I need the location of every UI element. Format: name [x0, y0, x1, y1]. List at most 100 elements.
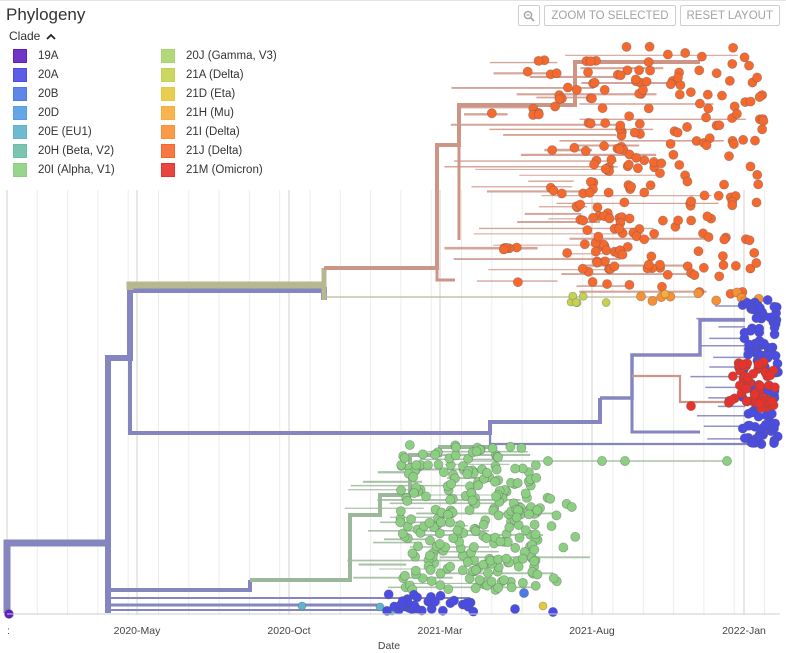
tip[interactable]: [647, 295, 658, 306]
tip[interactable]: [578, 215, 589, 226]
tip[interactable]: [580, 146, 591, 156]
tip[interactable]: [487, 443, 498, 454]
tip[interactable]: [754, 92, 765, 102]
tip[interactable]: [597, 456, 607, 466]
tip[interactable]: [750, 135, 760, 146]
tip[interactable]: [769, 301, 780, 312]
tip[interactable]: [629, 127, 640, 138]
tip[interactable]: [617, 249, 628, 260]
tip[interactable]: [425, 565, 436, 575]
tip[interactable]: [619, 197, 630, 208]
tip[interactable]: [446, 479, 457, 490]
tip[interactable]: [516, 442, 527, 453]
tip[interactable]: [674, 159, 685, 170]
tip[interactable]: [517, 553, 528, 564]
tip[interactable]: [478, 519, 489, 530]
tip[interactable]: [457, 565, 468, 576]
tip[interactable]: [754, 398, 765, 409]
tip[interactable]: [597, 103, 608, 114]
tip[interactable]: [643, 57, 654, 67]
tip[interactable]: [657, 215, 668, 226]
tip[interactable]: [686, 401, 696, 411]
tip[interactable]: [714, 120, 725, 131]
tip[interactable]: [473, 480, 484, 491]
tip[interactable]: [546, 521, 557, 532]
reset-layout-button[interactable]: RESET LAYOUT: [679, 5, 780, 26]
branch[interactable]: [108, 580, 252, 592]
tip[interactable]: [493, 452, 503, 463]
tip[interactable]: [545, 493, 556, 504]
tip[interactable]: [566, 502, 577, 512]
tip[interactable]: [551, 68, 562, 79]
tip[interactable]: [601, 298, 611, 307]
branch[interactable]: [105, 287, 327, 613]
tip[interactable]: [747, 437, 758, 448]
tip[interactable]: [726, 395, 737, 406]
tip[interactable]: [513, 561, 524, 572]
branch[interactable]: [488, 433, 750, 446]
tip[interactable]: [713, 190, 724, 201]
tip[interactable]: [673, 72, 683, 83]
tip[interactable]: [512, 478, 523, 488]
tip[interactable]: [426, 576, 437, 587]
tip[interactable]: [532, 569, 543, 580]
tip[interactable]: [463, 453, 474, 464]
legend-item[interactable]: 20D: [13, 105, 59, 121]
tip[interactable]: [551, 510, 562, 521]
tip[interactable]: [739, 327, 750, 338]
tip[interactable]: [569, 142, 580, 153]
tip[interactable]: [584, 187, 595, 198]
branch[interactable]: [435, 268, 455, 282]
tip[interactable]: [448, 533, 459, 544]
tip[interactable]: [382, 605, 392, 616]
legend-item[interactable]: 21M (Omicron): [161, 162, 263, 178]
tip[interactable]: [724, 75, 735, 86]
tip[interactable]: [654, 259, 665, 270]
tip[interactable]: [399, 453, 410, 463]
tip[interactable]: [724, 151, 734, 162]
tip[interactable]: [718, 260, 729, 271]
tip[interactable]: [436, 517, 447, 528]
tip[interactable]: [558, 542, 569, 553]
tip[interactable]: [445, 517, 456, 528]
tip[interactable]: [714, 271, 725, 282]
tip[interactable]: [769, 438, 779, 449]
tip[interactable]: [606, 154, 617, 165]
tip[interactable]: [437, 605, 448, 616]
tip[interactable]: [529, 544, 540, 555]
tip[interactable]: [636, 291, 646, 302]
tip[interactable]: [754, 335, 765, 346]
tip[interactable]: [739, 433, 750, 444]
tip[interactable]: [727, 200, 738, 211]
tip[interactable]: [589, 77, 600, 88]
legend-item[interactable]: 20B: [13, 86, 58, 102]
tip[interactable]: [634, 118, 645, 129]
tip[interactable]: [746, 407, 757, 418]
tip[interactable]: [517, 577, 528, 588]
tip[interactable]: [626, 181, 637, 192]
tip[interactable]: [421, 491, 431, 502]
tip[interactable]: [693, 246, 704, 257]
tip[interactable]: [765, 370, 776, 381]
tip[interactable]: [397, 596, 408, 607]
tip[interactable]: [694, 65, 705, 76]
tip[interactable]: [719, 234, 730, 245]
tip[interactable]: [533, 55, 544, 66]
tip[interactable]: [588, 212, 599, 223]
legend-item[interactable]: 20H (Beta, V2): [13, 143, 114, 159]
branch[interactable]: [3, 539, 108, 613]
tip[interactable]: [665, 79, 676, 90]
tip[interactable]: [493, 510, 504, 521]
tip[interactable]: [548, 185, 559, 196]
tip[interactable]: [482, 567, 493, 578]
tip[interactable]: [579, 239, 590, 250]
tip[interactable]: [510, 604, 520, 614]
tip[interactable]: [505, 441, 516, 452]
tip[interactable]: [755, 380, 765, 391]
tip[interactable]: [443, 584, 454, 595]
tip[interactable]: [407, 548, 418, 559]
tip[interactable]: [395, 506, 406, 517]
tip[interactable]: [751, 258, 762, 268]
tip[interactable]: [662, 49, 673, 60]
tip[interactable]: [493, 554, 504, 565]
